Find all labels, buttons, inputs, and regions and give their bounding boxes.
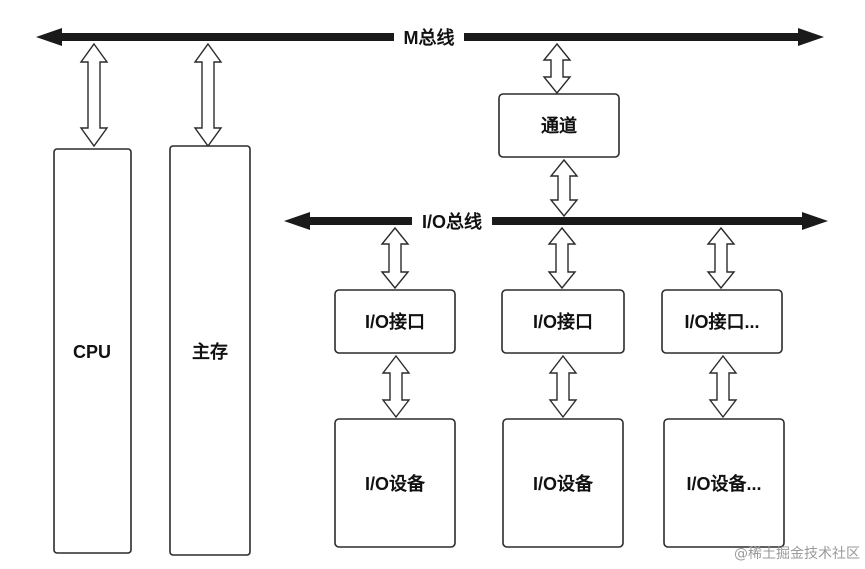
io-bus-label-bg [412, 211, 492, 231]
io-interface-1-box [334, 289, 456, 354]
cpu-label: CPU [73, 342, 111, 362]
io-interface-1-label: I/O接口 [365, 311, 425, 332]
io-interface-3-label: I/O接口... [684, 311, 759, 332]
io-device-1: I/O设备 [334, 418, 456, 548]
io-bus-label: I/O总线 [422, 211, 482, 232]
io-interface-2-box [501, 289, 625, 354]
io-interface-2: I/O接口 [501, 289, 625, 354]
memory-mbus-double-arrow [193, 42, 223, 148]
cpu-mbus-double-arrow [79, 42, 109, 148]
iobus-interface1-double-arrow [380, 226, 410, 290]
interface1-device1-double-arrow [381, 354, 411, 419]
io-bus: I/O总线 [284, 211, 828, 232]
m-bus-label-bg [394, 27, 464, 47]
io-interface-1: I/O接口 [334, 289, 456, 354]
io-device-2-box [502, 418, 624, 548]
channel-iobus-double-arrow [549, 158, 579, 218]
watermark-text: @稀土掘金技术社区 [734, 546, 860, 562]
io-device-2: I/O设备 [502, 418, 624, 548]
io-interface-3-box [661, 289, 783, 354]
channel-box [498, 93, 620, 158]
interface3-device3-double-arrow [708, 354, 738, 419]
io-device-2-label: I/O设备 [533, 473, 594, 494]
io-device-3: I/O设备... [663, 418, 785, 548]
main-memory-label: 主存 [192, 341, 228, 362]
main-memory-node: 主存 [169, 145, 251, 556]
channel-label: 通道 [541, 115, 577, 136]
cpu-box [53, 148, 132, 554]
io-interface-2-label: I/O接口 [533, 311, 593, 332]
channel-mbus-double-arrow [542, 42, 572, 95]
main-memory-box [169, 145, 251, 556]
io-device-1-box [334, 418, 456, 548]
iobus-interface2-double-arrow [547, 226, 577, 290]
iobus-interface3-double-arrow [706, 226, 736, 290]
connections [79, 42, 738, 419]
channel-node: 通道 [498, 93, 620, 158]
interface2-device2-double-arrow [548, 354, 578, 419]
io-interface-3: I/O接口... [661, 289, 783, 354]
m-bus: M总线 [36, 27, 824, 48]
io-device-3-box [663, 418, 785, 548]
io-bus-line [284, 212, 828, 230]
io-device-3-label: I/O设备... [686, 473, 761, 494]
io-device-1-label: I/O设备 [365, 473, 426, 494]
cpu-node: CPU [53, 148, 132, 554]
m-bus-label: M总线 [404, 27, 455, 48]
